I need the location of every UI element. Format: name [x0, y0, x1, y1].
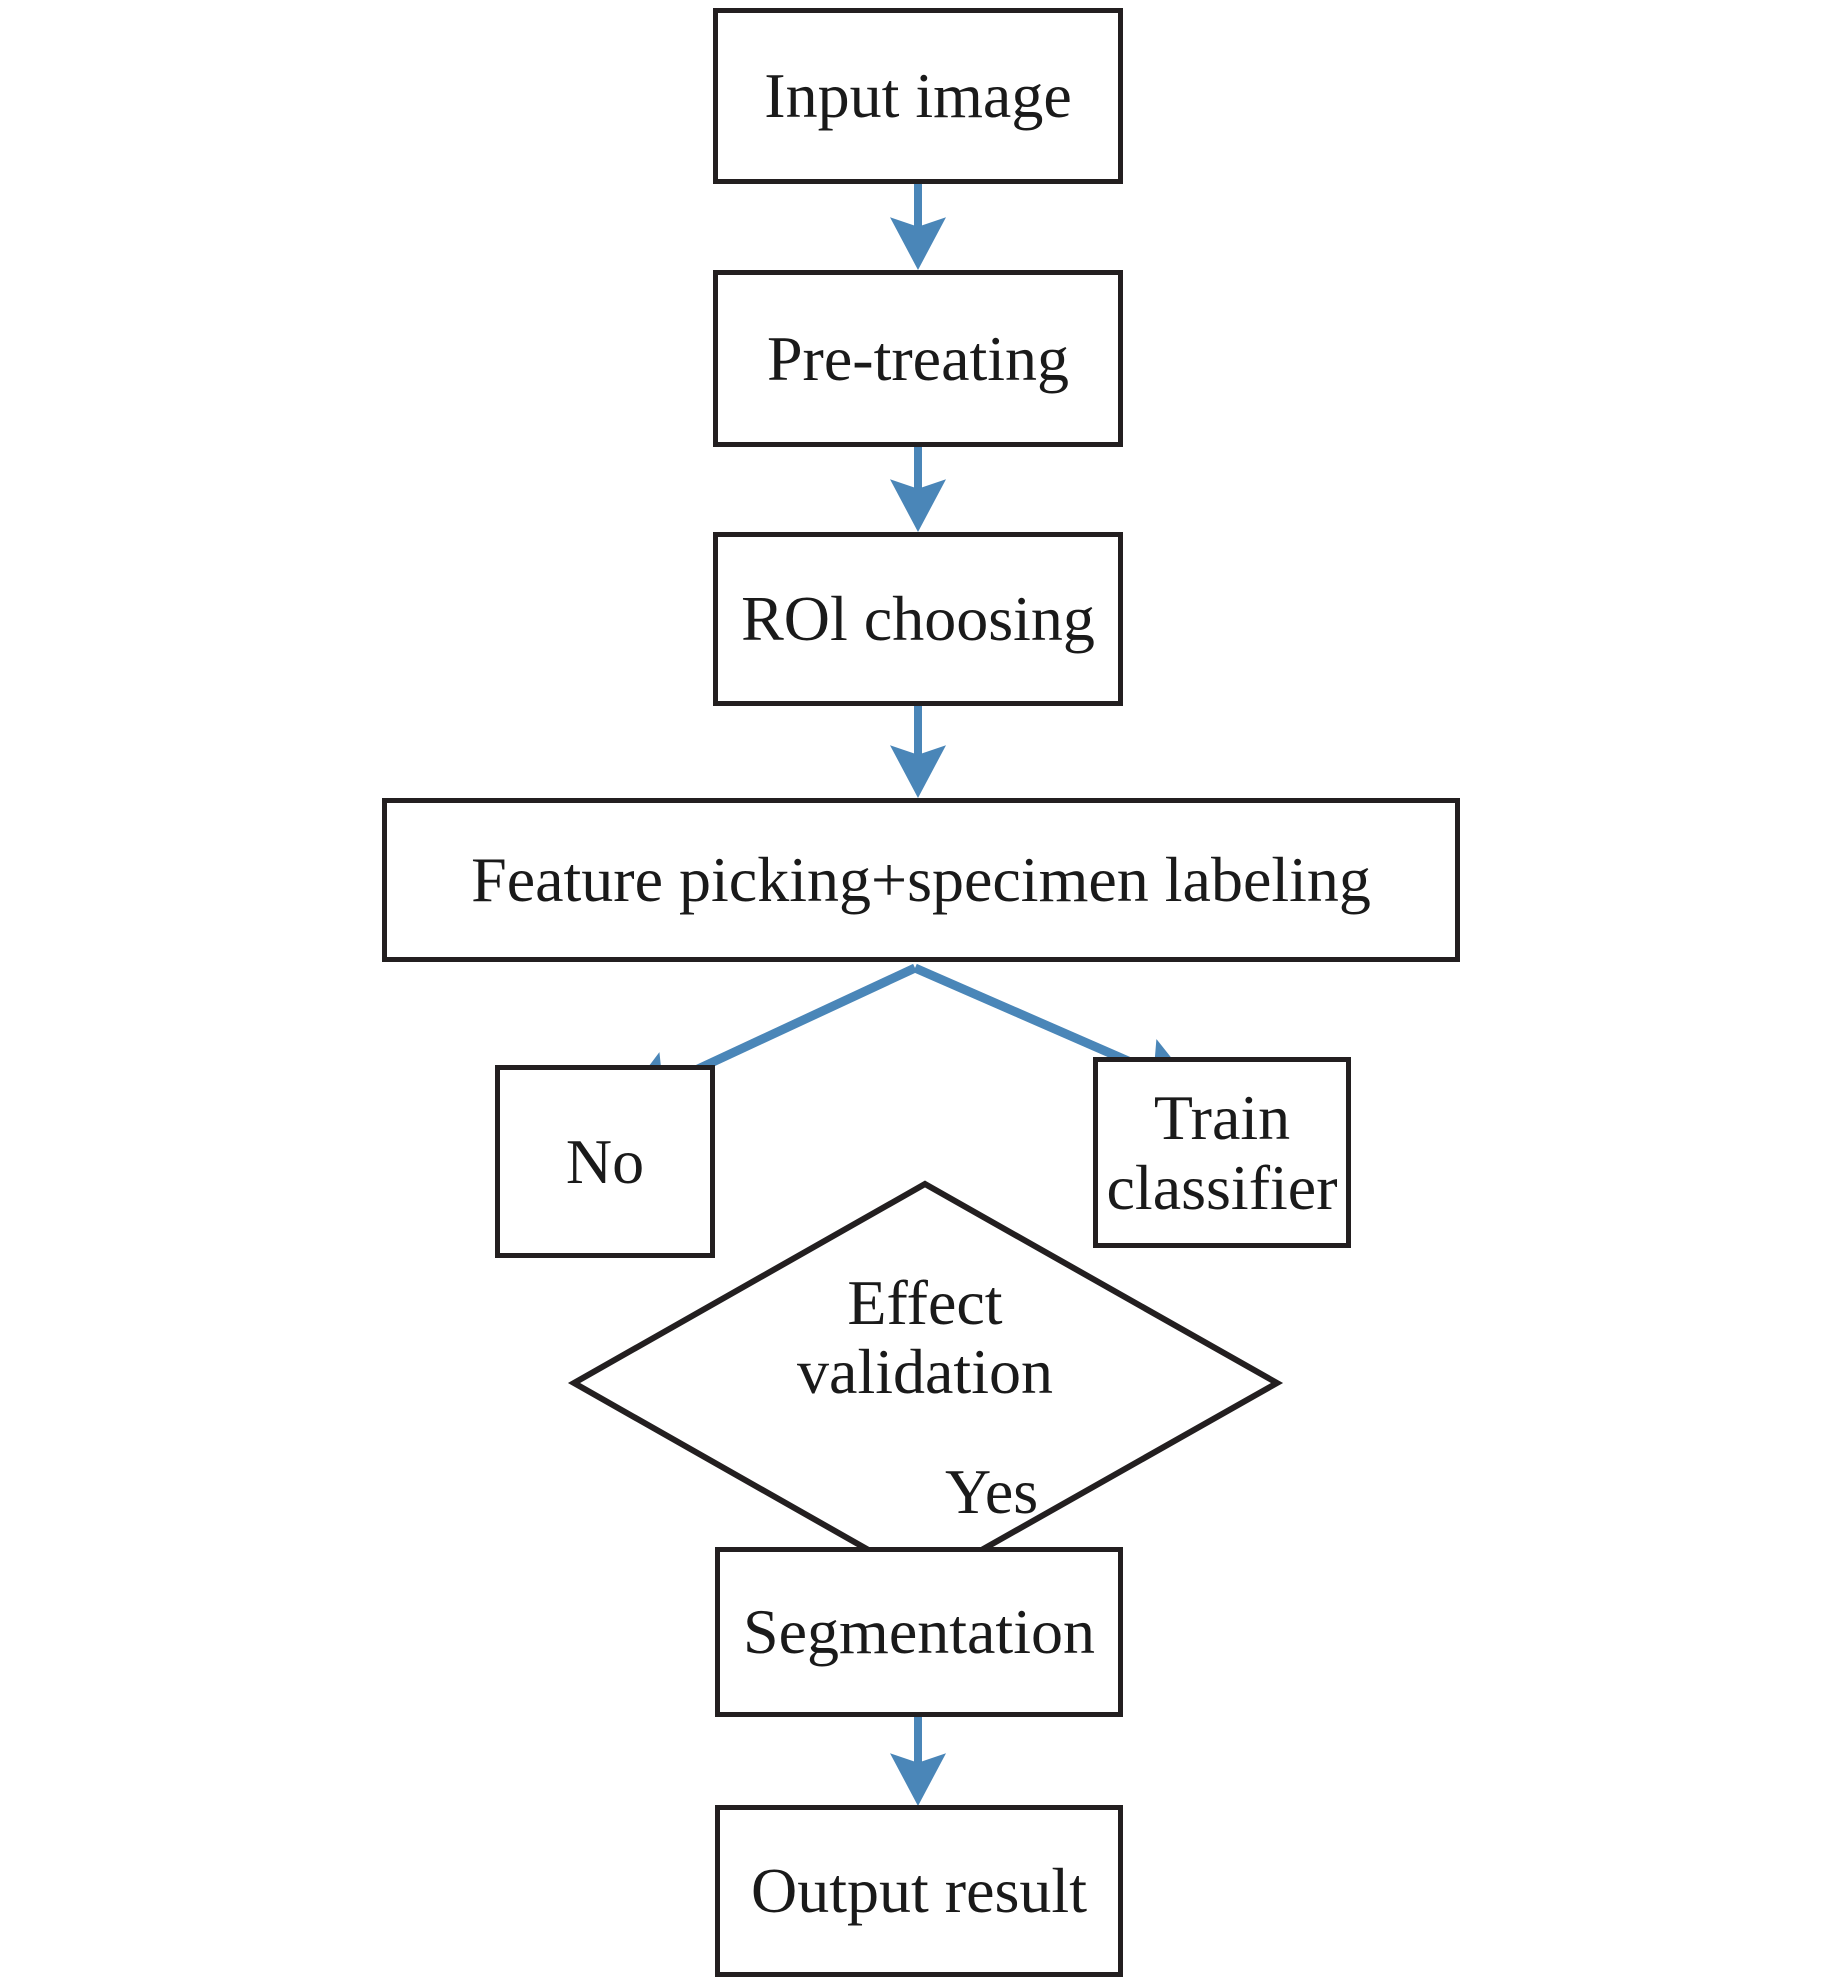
node-label-input-image: Input image: [764, 60, 1072, 132]
edge-label-yes: Yes: [945, 1456, 1039, 1527]
process-node-roi-choosing[interactable]: ROl choosing: [713, 532, 1123, 706]
process-node-train-classifier[interactable]: Train classifier: [1093, 1057, 1351, 1248]
node-label-feature-picking: Feature picking+specimen labeling: [471, 844, 1371, 916]
node-label-train-classifier: Train classifier: [1106, 1082, 1338, 1223]
process-node-feature-picking[interactable]: Feature picking+specimen labeling: [382, 798, 1460, 962]
process-node-pre-treating[interactable]: Pre-treating: [713, 270, 1123, 447]
process-node-segmentation[interactable]: Segmentation: [715, 1547, 1123, 1717]
node-label-no: No: [565, 1125, 645, 1197]
node-label-output-result: Output result: [751, 1855, 1087, 1927]
node-label-roi-choosing: ROl choosing: [741, 583, 1095, 655]
process-node-no[interactable]: No: [495, 1065, 715, 1258]
process-node-input-image[interactable]: Input image: [713, 8, 1123, 184]
node-label-pre-treating: Pre-treating: [766, 322, 1070, 394]
node-label-effect-validation: Effect validation: [797, 1267, 1053, 1408]
node-label-segmentation: Segmentation: [743, 1596, 1095, 1668]
process-node-output-result[interactable]: Output result: [715, 1805, 1123, 1977]
